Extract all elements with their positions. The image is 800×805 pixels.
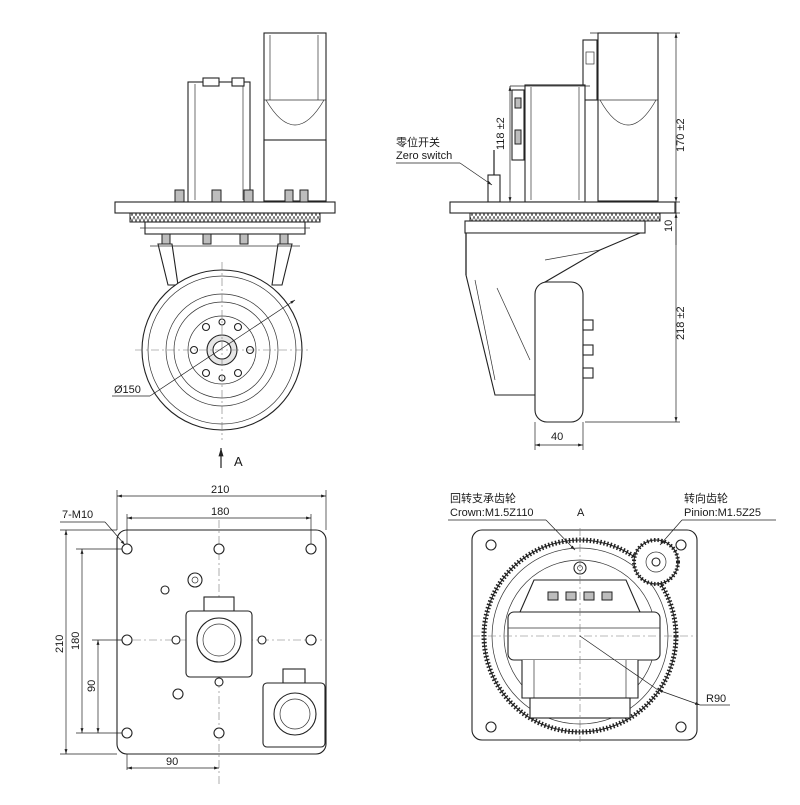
side-mounting-plate	[449, 201, 676, 214]
mount-hole	[305, 543, 317, 555]
bottom-view: R90 回转支承齿轮 Crown:M1.5Z110 A 转向齿轮 Pinion:…	[448, 491, 776, 742]
mount-hole	[121, 543, 133, 555]
top-short-motor-outline	[171, 596, 267, 687]
view-arrow-label: A	[234, 454, 243, 469]
side-short-motor	[524, 84, 586, 203]
front-wheel	[135, 262, 310, 440]
front-short-motor	[174, 77, 254, 203]
zero-switch-cn-label: 零位开关	[396, 135, 440, 149]
top-tall-motor-outline	[262, 668, 326, 748]
side-tall-motor	[597, 32, 659, 202]
mount-hole	[213, 543, 225, 555]
mount-hole	[121, 634, 133, 646]
front-tall-motor	[263, 32, 327, 203]
pinion-cn-label: 转向齿轮	[684, 491, 728, 505]
width-outer-label: 210	[211, 484, 229, 496]
bottom-view-label: A	[577, 507, 585, 519]
wheel-diameter-label: Ø150	[114, 384, 141, 396]
crown-en-label: Crown:M1.5Z110	[450, 507, 534, 519]
height-inner-label: 180	[70, 632, 82, 650]
pinion-en-label: Pinion:M1.5Z25	[684, 507, 761, 519]
holes-label: 7-M10	[62, 509, 93, 521]
zero-switch	[487, 174, 501, 203]
radius-label: R90	[706, 693, 726, 705]
top-view: 7-M10 210 180 210 180 90 90	[54, 484, 327, 785]
mount-hole	[305, 634, 317, 646]
height-outer-label: 210	[54, 635, 66, 653]
front-view: Ø150 A	[112, 32, 336, 469]
upper-height-label: 170 ±2	[675, 118, 687, 152]
lower-height-label: 218 ±2	[675, 306, 687, 340]
front-slewing-gear	[129, 212, 321, 223]
plate-thickness-label: 10	[663, 220, 675, 232]
front-mounting-plate	[114, 201, 336, 214]
width-inner-label: 180	[211, 506, 229, 518]
side-wheel	[534, 281, 584, 423]
zero-switch-en-label: Zero switch	[396, 150, 452, 162]
side-view: 零位开关 Zero switch 118 ±2 170 ±2 10 218 ±2	[396, 32, 687, 450]
motor-height-label: 118 ±2	[495, 117, 507, 150]
mount-hole	[121, 727, 133, 739]
mount-hole	[213, 727, 225, 739]
offset-v-label: 90	[86, 680, 98, 692]
offset-label: 40	[551, 431, 563, 443]
offset-h-label: 90	[166, 756, 178, 768]
crown-cn-label: 回转支承齿轮	[450, 491, 516, 505]
diameter-leader	[149, 299, 296, 397]
